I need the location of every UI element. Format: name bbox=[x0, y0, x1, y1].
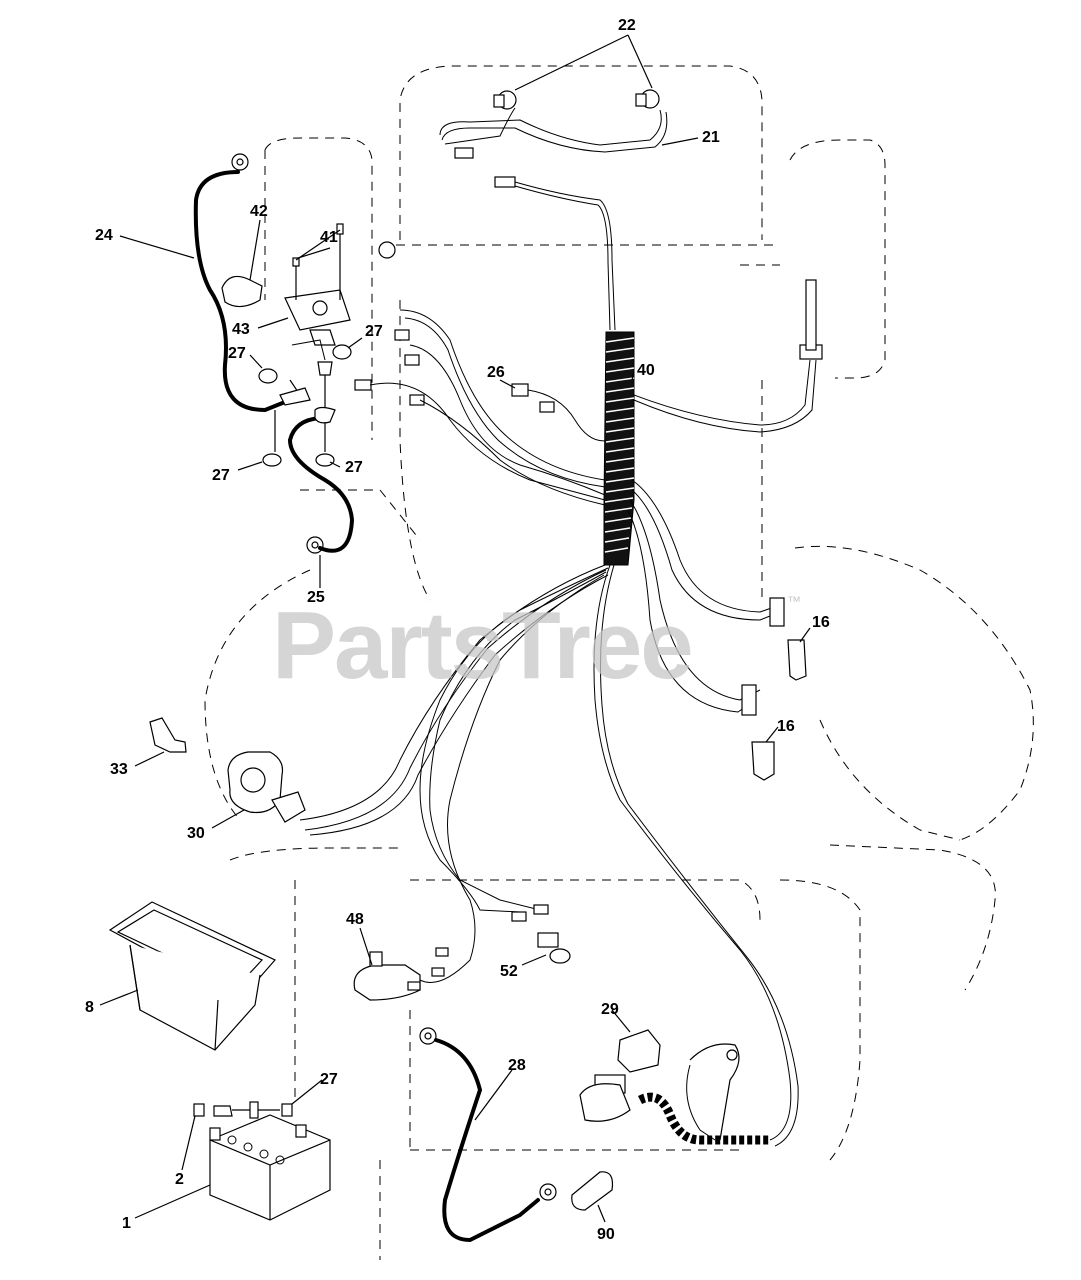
boot-90 bbox=[571, 1171, 614, 1211]
light-socket-52 bbox=[537, 932, 559, 948]
callout-48: 48 bbox=[346, 911, 364, 928]
battery-terminal-2 bbox=[193, 1103, 205, 1117]
battery-cables bbox=[193, 153, 355, 554]
harness-left-branch bbox=[354, 241, 611, 506]
callout-28: 28 bbox=[508, 1057, 526, 1074]
callout-labels: 22 21 24 42 41 43 27 27 27 27 26 40 25 1… bbox=[85, 17, 830, 1243]
harness-lower-branch bbox=[149, 564, 799, 1147]
relay-48 bbox=[353, 964, 421, 1001]
callout-41: 41 bbox=[320, 229, 338, 246]
bracket-33 bbox=[149, 717, 187, 753]
connector-16a bbox=[787, 639, 807, 681]
callout-16-a: 16 bbox=[812, 614, 830, 631]
watermark-trademark: ™ bbox=[787, 593, 801, 609]
callout-22: 22 bbox=[618, 17, 636, 34]
callout-25: 25 bbox=[307, 589, 325, 606]
headlight-connector bbox=[454, 147, 474, 159]
callout-40: 40 bbox=[637, 362, 655, 379]
harness-right-branch bbox=[627, 279, 823, 781]
callout-43: 43 bbox=[232, 321, 250, 338]
callout-33: 33 bbox=[110, 761, 128, 778]
callout-27-a: 27 bbox=[228, 345, 246, 362]
callout-27-e: 27 bbox=[320, 1071, 338, 1088]
callout-26: 26 bbox=[487, 364, 505, 381]
headlight-harness bbox=[439, 89, 668, 331]
callout-16-b: 16 bbox=[777, 718, 795, 735]
solenoid-assembly bbox=[221, 223, 352, 467]
switch-29-assembly bbox=[579, 1029, 770, 1145]
callout-29: 29 bbox=[601, 1001, 619, 1018]
callout-21: 21 bbox=[702, 129, 720, 146]
callout-1: 1 bbox=[122, 1215, 131, 1232]
phantom-outlines bbox=[204, 65, 1034, 1260]
callout-8: 8 bbox=[85, 999, 94, 1016]
battery-1 bbox=[193, 1101, 331, 1221]
connector-16b bbox=[751, 741, 775, 781]
callout-27-d: 27 bbox=[345, 459, 363, 476]
nut-27a bbox=[258, 368, 278, 384]
callout-30: 30 bbox=[187, 825, 205, 842]
cable-25 bbox=[287, 416, 355, 553]
callout-24: 24 bbox=[95, 227, 113, 244]
callout-2: 2 bbox=[175, 1171, 184, 1188]
callout-42: 42 bbox=[250, 203, 268, 220]
battery-box-8 bbox=[108, 901, 276, 1051]
callout-52: 52 bbox=[500, 963, 518, 980]
cable-28 bbox=[419, 1027, 614, 1243]
leader-lines bbox=[99, 34, 811, 1223]
harness-conduit-40 bbox=[603, 331, 635, 566]
callout-27-b: 27 bbox=[365, 323, 383, 340]
watermark: PartsTree bbox=[272, 592, 692, 699]
callout-90: 90 bbox=[597, 1226, 615, 1243]
connector-26 bbox=[511, 383, 529, 397]
callout-27-c: 27 bbox=[212, 467, 230, 484]
cable-24 bbox=[193, 170, 292, 413]
